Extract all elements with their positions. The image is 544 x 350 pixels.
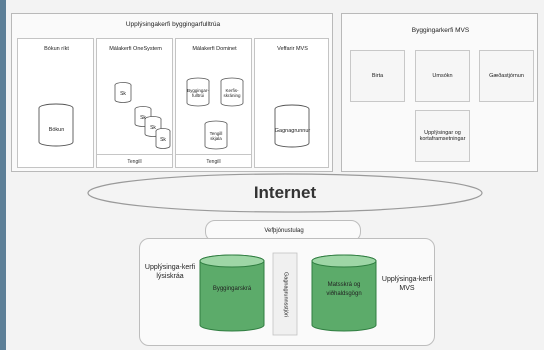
column-title: Málakerfi OneSystem: [109, 46, 162, 52]
panel-title: Upplýsingakerfi byggingarfulltrúa: [125, 21, 221, 28]
registry-panel: Upplýsinga-kerfi lýsiskráa Byggingarskrá…: [139, 238, 435, 346]
db-label: Byggingar-fulltrúi: [187, 88, 209, 98]
registry-db-icons: [199, 252, 377, 336]
db-label: Tengill skjala: [209, 131, 223, 141]
bokun-db-icon: [38, 103, 74, 147]
internet-label: Internet: [253, 183, 317, 202]
cylinder-label: Sk: [150, 125, 156, 131]
mvs-building-system-panel: Byggingarkerfi MVS Birta Umsókn Gæðastjó…: [341, 13, 538, 172]
dominet-db-icons: [186, 77, 244, 150]
column-title: Veffarir MVS: [277, 46, 308, 52]
building-officer-systems-panel: Upplýsingakerfi byggingarfulltrúa Bókun …: [11, 13, 333, 172]
onesystem-db-stack: [114, 82, 171, 149]
box-umsokn: Umsókn: [415, 50, 470, 102]
web-service-label: Vefþjónustulag: [264, 228, 304, 234]
column-footer: Tengill: [176, 154, 251, 168]
left-system-text: Upplýsinga-kerfi lýsiskráa: [144, 264, 196, 280]
db-label: Gagnagrunnur: [274, 128, 311, 134]
cylinder-label: Sk: [140, 115, 146, 121]
cylinder-label: Sk: [160, 137, 166, 143]
column-dominet: Málakerfi Dominet Byggingar-fulltrúi Ker…: [175, 38, 252, 168]
cylinder-label: Sk: [120, 91, 126, 97]
column-title: Bókun ríkt: [44, 46, 69, 52]
middle-label: Gagnagrunnsstjóri: [282, 272, 289, 317]
right-system-text: Upplýsinga-kerfi MVS: [381, 276, 433, 292]
panel-title: Byggingarkerfi MVS: [411, 27, 470, 34]
db-label: Bókun: [48, 127, 65, 133]
right-db-label: Matsskrá og viðhaldsgögn: [326, 282, 362, 297]
column-title: Málakerfi Dominet: [192, 46, 237, 52]
left-edge-bar: [0, 0, 6, 350]
box-birta: Birta: [350, 50, 405, 102]
db-label: Kerfis-skráning: [223, 88, 241, 98]
left-db-label: Byggingarskrá: [212, 286, 252, 292]
column-footer: Tengill: [97, 154, 172, 168]
veffarir-db-icon: [274, 104, 310, 148]
column-veffarir: Veffarir MVS Gagnagrunnur: [254, 38, 329, 168]
column-onesystem: Málakerfi OneSystem Sk Sk Sk Sk Tengill: [96, 38, 173, 168]
column-bokun: Bókun ríkt Bókun: [17, 38, 94, 168]
box-quality: Gæðastjórnun: [479, 50, 534, 102]
box-information: Upplýsingar og kortaframsetningar: [415, 110, 470, 162]
